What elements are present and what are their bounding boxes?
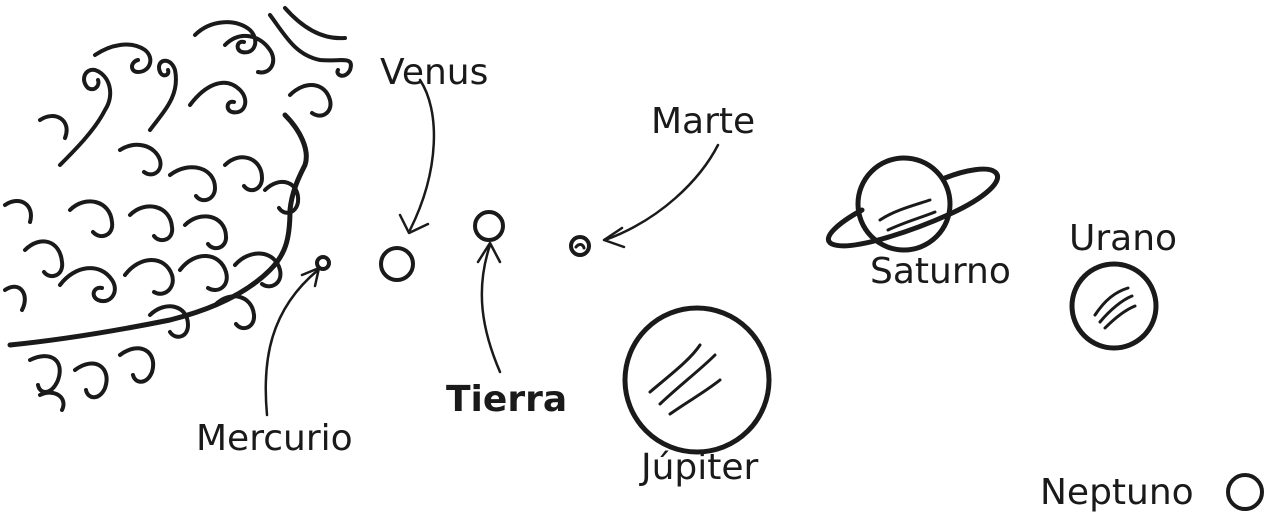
earth-planet (475, 212, 503, 240)
tierra-arrow (478, 243, 500, 372)
venus-planet (381, 248, 413, 280)
label-tierra: Tierra (446, 382, 567, 418)
label-mercurio: Mercurio (196, 421, 353, 457)
neptune-planet (1228, 475, 1262, 509)
mars-planet (571, 237, 589, 255)
marte-arrow (604, 145, 718, 247)
label-marte: Marte (651, 104, 755, 140)
label-jupiter: Júpiter (641, 450, 758, 486)
jupiter-planet (625, 308, 769, 452)
label-neptuno: Neptuno (1040, 475, 1194, 511)
label-venus: Venus (380, 55, 488, 91)
mercurio-arrow (266, 268, 319, 415)
venus-arrow (400, 80, 434, 233)
uranus-planet (1072, 264, 1156, 348)
saturn-planet (828, 158, 997, 250)
label-urano: Urano (1069, 221, 1177, 257)
sun-flames (5, 8, 351, 410)
label-saturno: Saturno (870, 254, 1011, 290)
